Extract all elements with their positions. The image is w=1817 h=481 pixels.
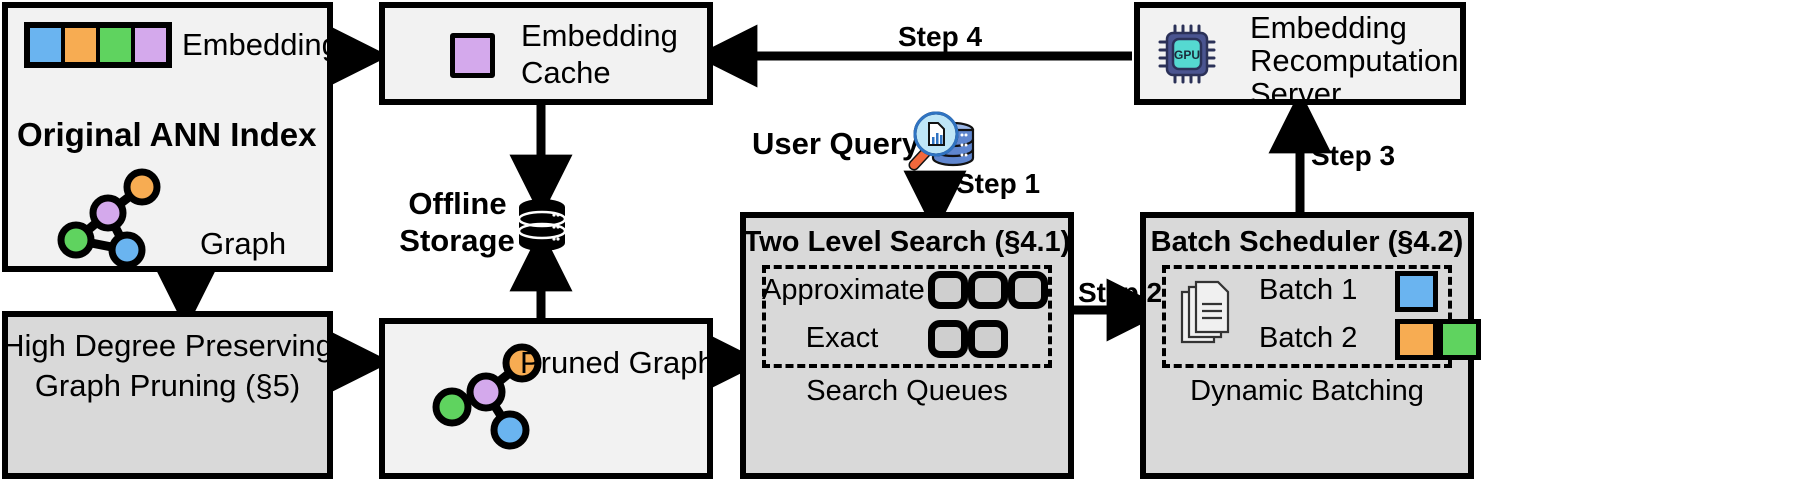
exact-queue-slot[interactable]	[968, 320, 1008, 358]
exact-queue-slot[interactable]	[928, 320, 968, 358]
original-graph-label: Graph	[200, 226, 287, 261]
approximate-row-label: Approximate	[762, 274, 925, 306]
two-level-search-box[interactable]	[740, 212, 1074, 479]
approximate-queue-slot[interactable]	[928, 271, 968, 309]
query-search-database-icon	[908, 111, 975, 171]
graph-pruning-line2: Graph Pruning (§5)	[34, 368, 301, 403]
user-query-label: User Query	[752, 126, 920, 161]
database-icon	[517, 199, 567, 251]
approximate-queue-slot[interactable]	[1008, 271, 1048, 309]
embedding-cache-chip-icon	[450, 33, 495, 78]
approximate-queue-slot[interactable]	[968, 271, 1008, 309]
offline-storage-line2: Storage	[399, 223, 515, 258]
gpu-icon-text: GPU	[1174, 48, 1200, 62]
embedding-cache-line1: Embedding	[521, 18, 678, 53]
embedding-cache-line2: Cache	[521, 55, 611, 90]
batch-1-color-chip	[1395, 271, 1438, 312]
embedding-cache-box[interactable]	[379, 2, 713, 105]
exact-row-label: Exact	[805, 322, 879, 354]
batch-1-label: Batch 1	[1259, 274, 1358, 306]
graph-pruning-box[interactable]	[2, 311, 333, 479]
gpu-chip-icon: GPU	[1158, 24, 1216, 84]
batch-2-color-chip	[1395, 319, 1438, 360]
pruned-graph-icon	[432, 343, 542, 450]
embedding-vector-icon	[24, 22, 172, 68]
batch-2-label: Batch 2	[1259, 322, 1358, 354]
graph-pruning-line1: High Degree Preserving	[2, 328, 333, 363]
documents-icon	[1180, 280, 1230, 344]
pruned-graph-label: Pruned Graph	[520, 345, 715, 380]
search-queues-caption: Search Queues	[806, 375, 1008, 407]
recomputation-server-box[interactable]	[1134, 2, 1466, 105]
embedding-label: Embedding	[182, 27, 339, 62]
recomputation-server-line3: Server	[1250, 76, 1342, 111]
batch-scheduler-title: Batch Scheduler (§4.2)	[1150, 226, 1464, 258]
step-4-label: Step 4	[898, 21, 983, 52]
step-3-label: Step 3	[1311, 140, 1396, 171]
two-level-search-title: Two Level Search (§4.1)	[743, 226, 1071, 258]
step-2-label: Step 2	[1078, 277, 1163, 308]
original-graph-icon	[57, 168, 161, 269]
recomputation-server-line1: Embedding	[1250, 10, 1407, 45]
recomputation-server-line2: Recomputation	[1250, 43, 1459, 78]
dynamic-batching-dashed-region	[1162, 265, 1452, 368]
search-queues-dashed-region	[762, 265, 1052, 368]
step-1-label: Step 1	[956, 168, 1041, 199]
dynamic-batching-caption: Dynamic Batching	[1190, 375, 1424, 407]
batch-2-color-chip	[1438, 319, 1481, 360]
original-ann-index-title: Original ANN Index	[17, 116, 317, 153]
offline-storage-line1: Offline	[408, 186, 507, 221]
